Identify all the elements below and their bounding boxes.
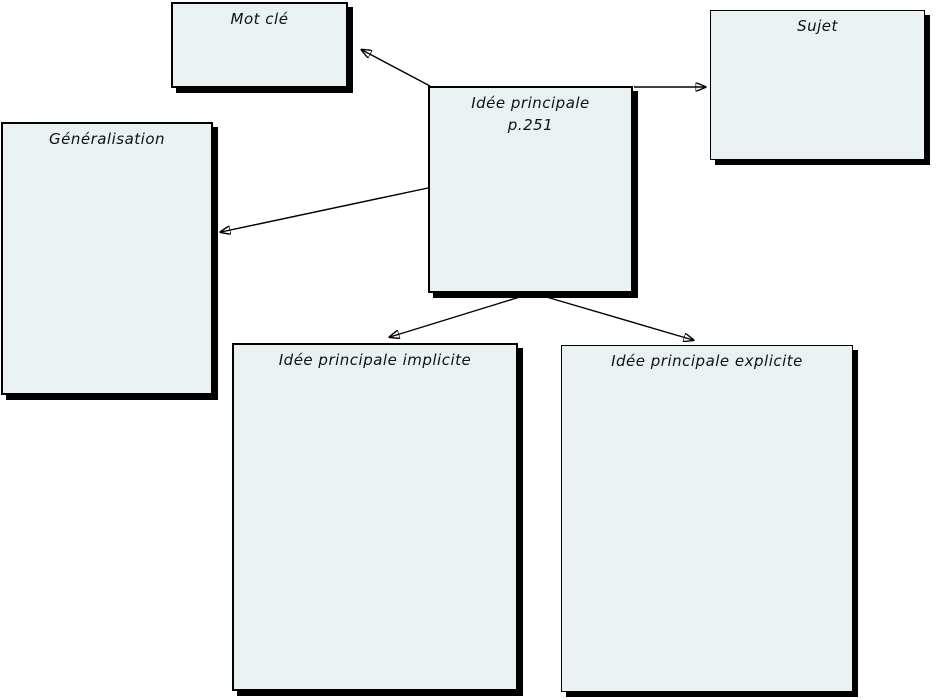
node-sujet[interactable]: Sujet xyxy=(710,10,925,160)
node-idee-principale-implicite[interactable]: Idée principale implicite xyxy=(232,343,518,691)
arrow-to-mot-cle xyxy=(362,50,431,87)
node-generalisation[interactable]: Généralisation xyxy=(1,122,213,395)
node-mot-cle-label: Mot clé xyxy=(230,10,289,28)
node-idee-principale-explicite-label: Idée principale explicite xyxy=(611,352,803,370)
arrow-to-generalisation xyxy=(221,187,429,232)
node-sujet-label: Sujet xyxy=(797,17,838,35)
node-idee-principale-pageref: p.251 xyxy=(507,116,554,134)
node-idee-principale-explicite[interactable]: Idée principale explicite xyxy=(561,345,853,692)
arrow-to-explicite xyxy=(542,295,693,340)
node-mot-cle[interactable]: Mot clé xyxy=(171,2,348,88)
arrow-to-implicite xyxy=(390,295,524,337)
node-generalisation-label: Généralisation xyxy=(48,130,166,148)
node-idee-principale-label: Idée principale xyxy=(471,94,590,112)
node-idee-principale[interactable]: Idée principale p.251 xyxy=(428,86,633,293)
node-idee-principale-implicite-label: Idée principale implicite xyxy=(278,351,472,369)
